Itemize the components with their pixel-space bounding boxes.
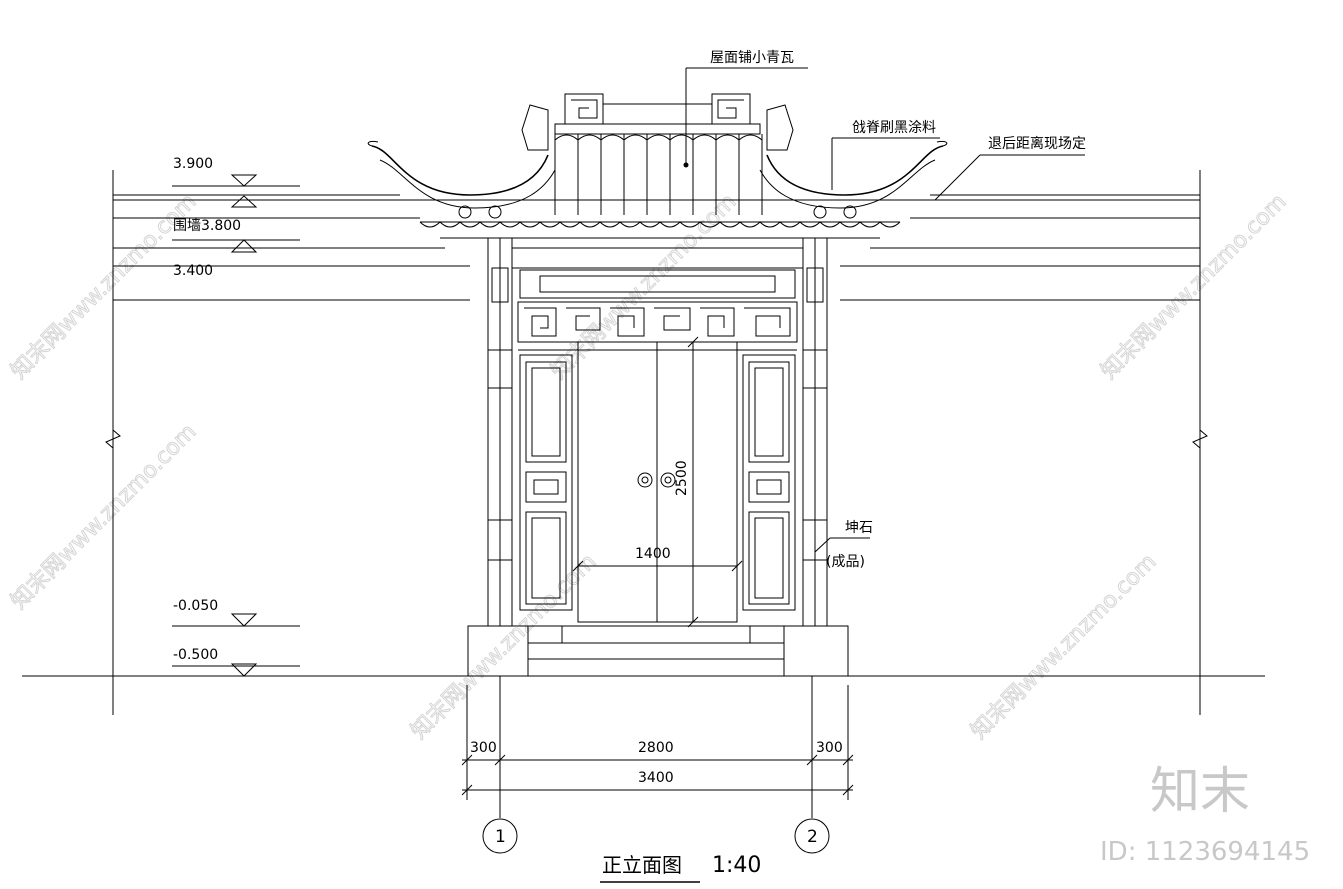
dim-middle-2800: 2800 [638, 740, 674, 756]
level-markers: 3.900 围墙3.800 3.400 -0.050 -0.500 [172, 156, 300, 677]
level-label-3900: 3.900 [173, 156, 213, 172]
watermark-id: ID: 1123694145 [1100, 837, 1310, 867]
steps [467, 625, 849, 677]
dim-total-3400: 3400 [638, 770, 674, 786]
watermark-text: 知末网www.znzmo.com [967, 549, 1162, 744]
wall-left [105, 170, 470, 715]
axis-markers: 1 2 [482, 818, 830, 854]
bottom-dimensions: 300 2800 300 3400 [461, 676, 854, 818]
dim-door-height: 2500 [674, 460, 690, 496]
drawing-title: 正立面图 1:40 [600, 853, 761, 883]
note-roof-tiles: 屋面铺小青瓦 [710, 50, 794, 66]
title-text: 正立面图 [602, 853, 682, 877]
door-dimensions: 2500 1400 [572, 336, 743, 628]
dim-left-300: 300 [470, 740, 497, 756]
note-stone-finished: (成品) [826, 554, 865, 570]
note-setback: 退后距离现场定 [988, 135, 1086, 152]
dim-door-width: 1400 [635, 546, 671, 562]
wall-right [840, 170, 1208, 715]
level-label-3400: 3.400 [173, 263, 213, 279]
brand-watermark: 知末 ID: 1123694145 [1100, 762, 1310, 867]
watermark-text: 知末网www.znzmo.com [1097, 189, 1292, 384]
watermark-text: 知末网www.znzmo.com [7, 419, 202, 614]
annotations: 屋面铺小青瓦 戗脊刷黑涂料 退后距离现场定 坤石 (成品) [683, 50, 1086, 570]
brand-logo-text: 知末 [1150, 762, 1250, 820]
note-ridge-paint: 戗脊刷黑涂料 [852, 120, 936, 136]
axis-bubble-1 [482, 818, 518, 854]
level-label-wall: 围墙3.800 [173, 218, 241, 234]
dim-right-300: 300 [816, 740, 843, 756]
title-scale: 1:40 [712, 853, 761, 878]
roof [367, 93, 948, 239]
note-stone: 坤石 [845, 520, 873, 536]
axis-bubble-2 [794, 818, 830, 854]
axis-label-2: 2 [807, 827, 818, 847]
watermark-text: 知末网www.znzmo.com [547, 189, 742, 384]
level-label-minus0500: -0.500 [173, 647, 218, 663]
axis-label-1: 1 [495, 827, 506, 847]
level-label-minus0050: -0.050 [173, 598, 218, 614]
roof-tiles [554, 134, 763, 215]
gate-door [577, 341, 738, 623]
side-panels [519, 354, 796, 611]
gate-frame [487, 237, 828, 627]
